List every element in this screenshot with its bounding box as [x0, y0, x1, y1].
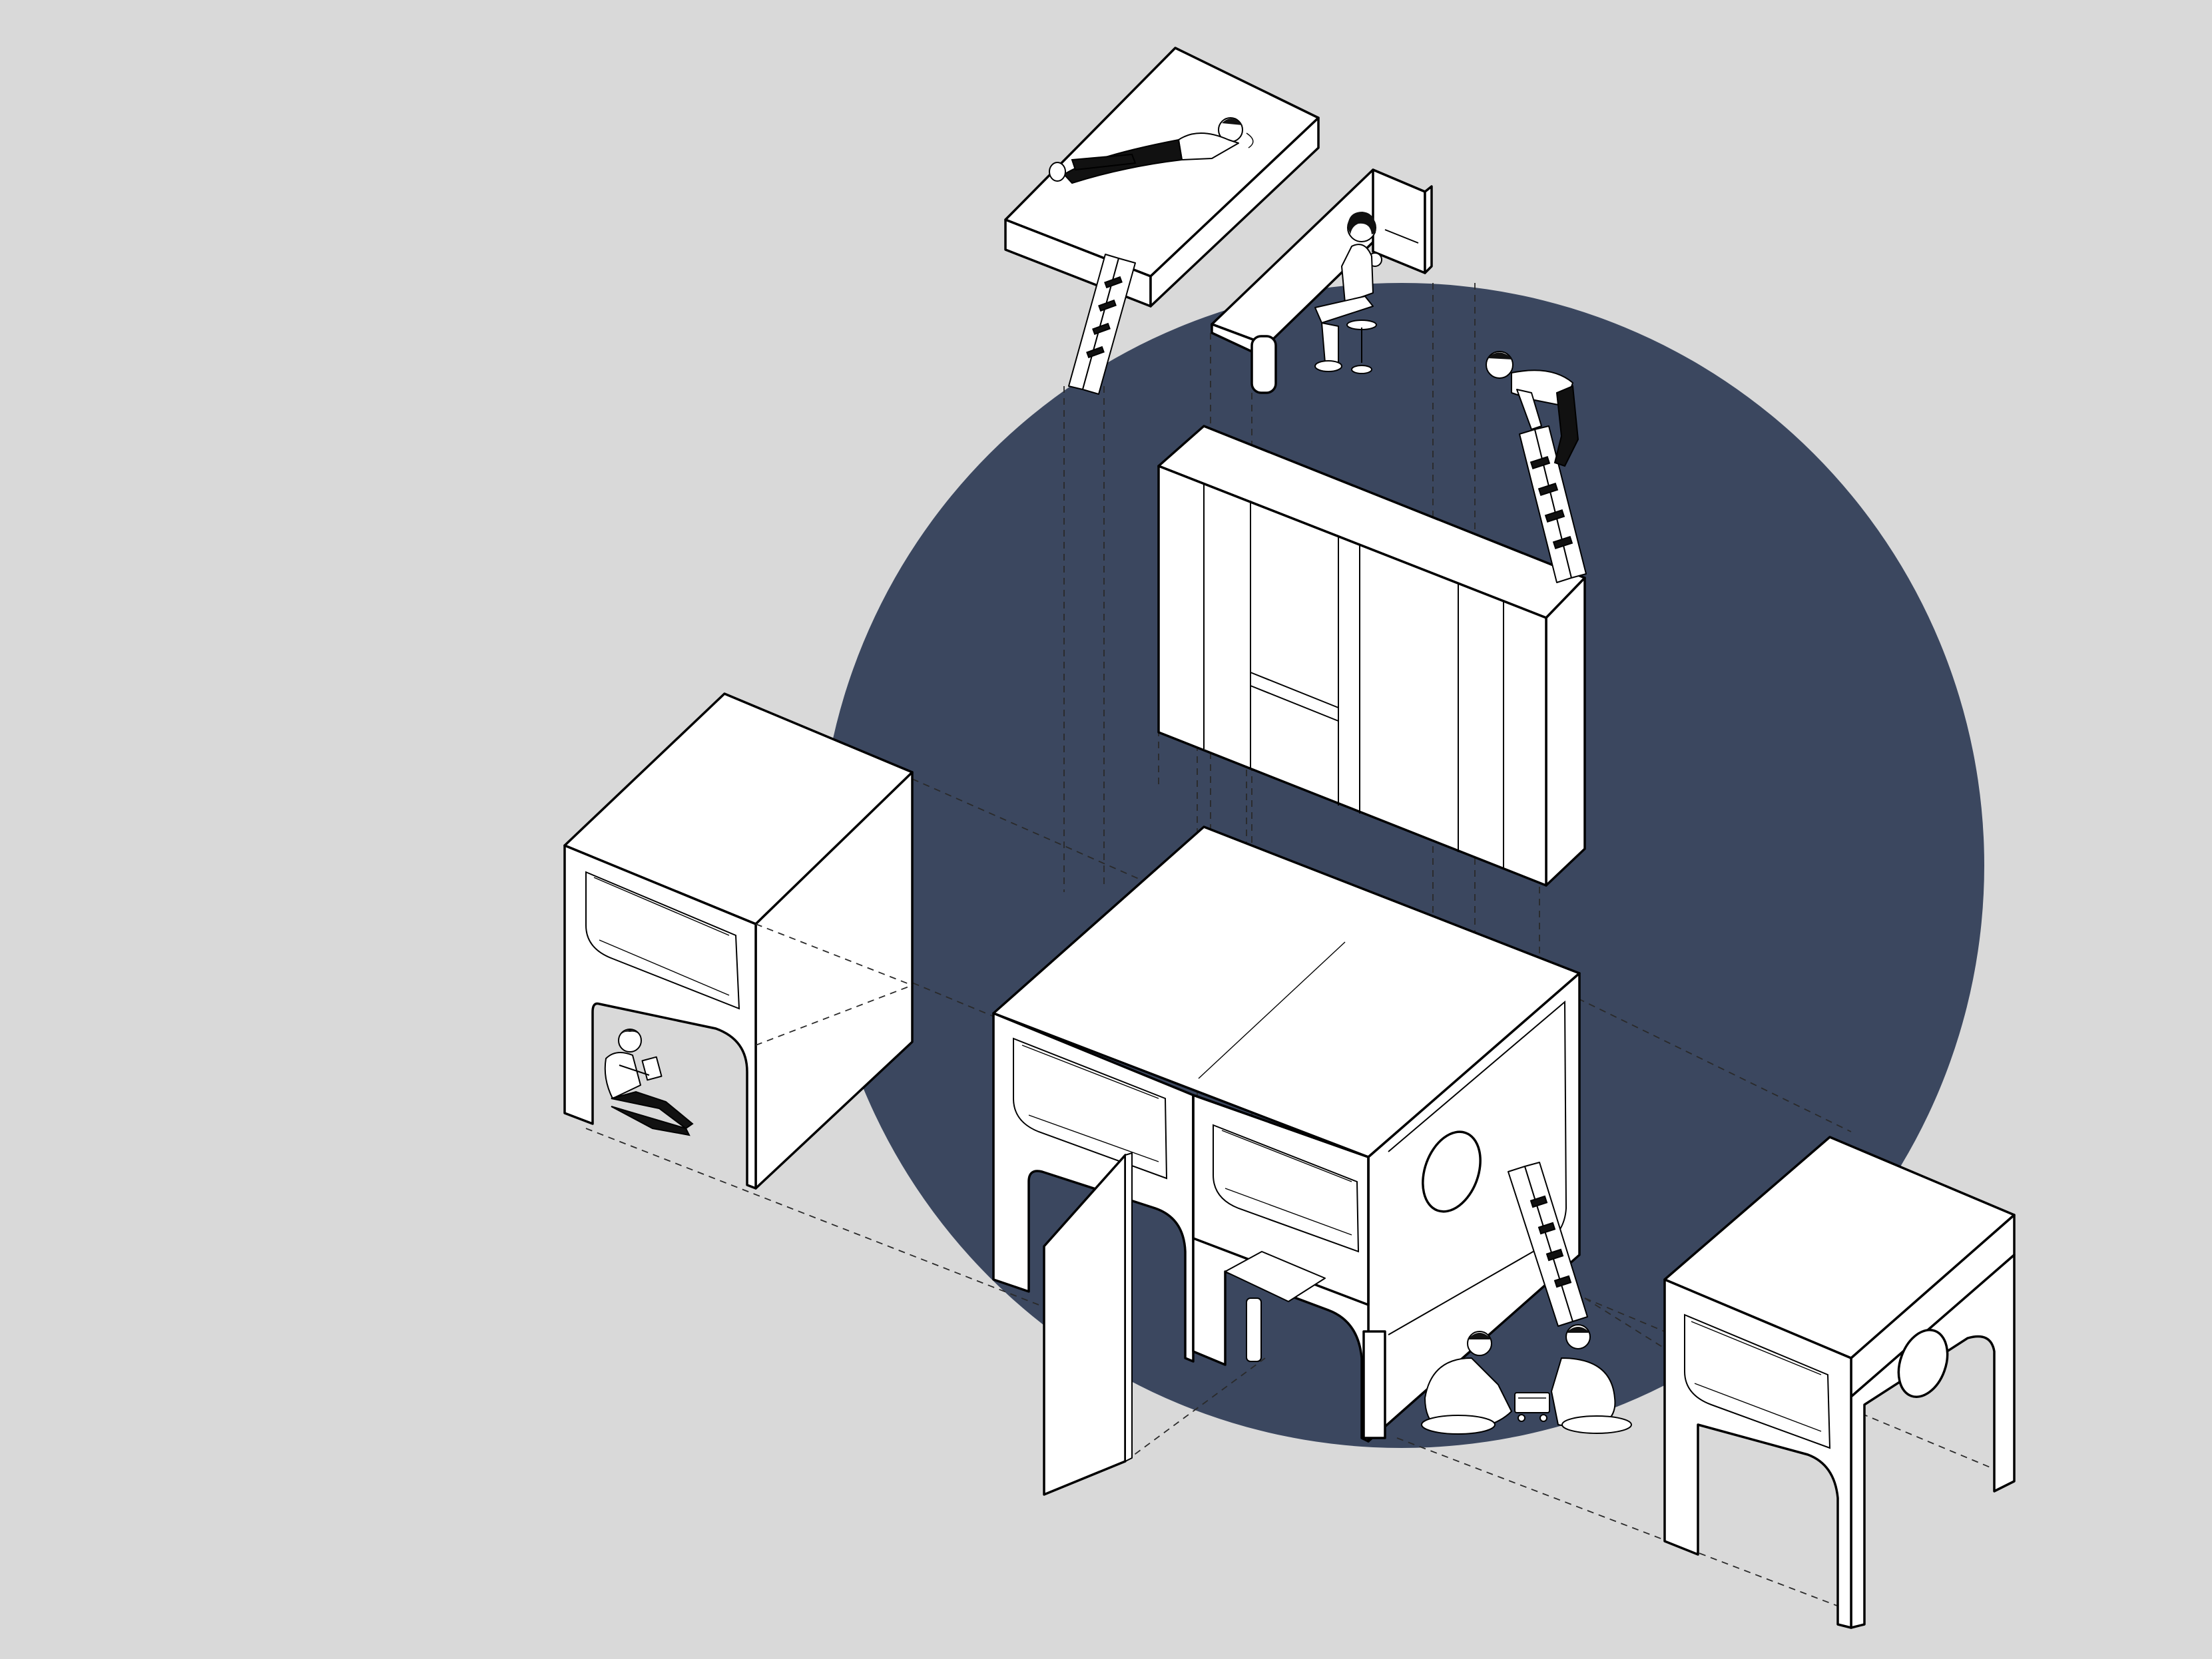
person-seated-icon: [1314, 212, 1377, 374]
desk-counter: [1211, 168, 1433, 394]
wardrobe-wall: [1157, 425, 1586, 887]
person-climbing-icon: [1486, 351, 1587, 583]
person-lying-icon: [1049, 117, 1254, 184]
central-ladder-icon: [1508, 1162, 1588, 1327]
right-table-bunk: [1663, 1136, 2016, 1629]
folding-door-panel: [1043, 1152, 1133, 1496]
person-reading-icon: [604, 1029, 694, 1136]
central-double-bunk: [992, 826, 1581, 1443]
left-reading-nook: [563, 692, 914, 1190]
two-persons-playing-icon: [1421, 1324, 1632, 1435]
